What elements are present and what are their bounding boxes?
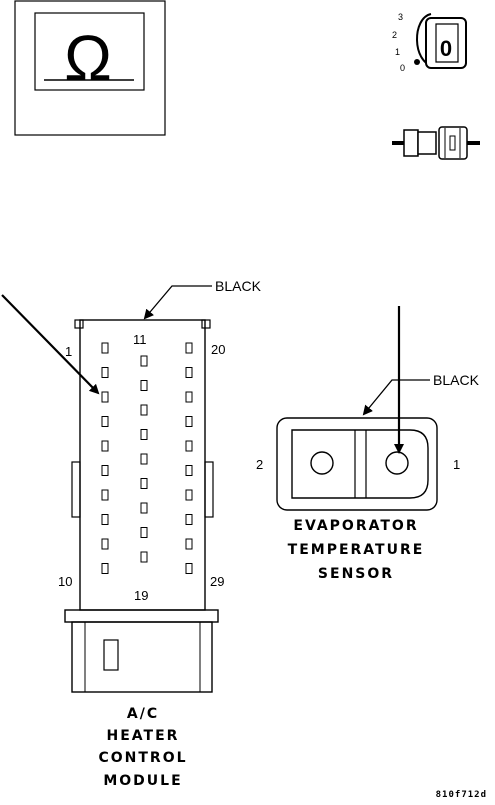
svg-text:1: 1 [395,47,400,57]
ohmmeter-legend: Ω [14,0,166,136]
hcm-cavity-pin-4 [101,416,109,427]
hcm-color-label: BLACK [215,278,262,294]
hcm-cavity-pin-15 [140,453,148,465]
hcm-cavity-pin-23 [185,416,193,427]
hcm-cavity-pin-12 [140,380,148,391]
hcm-cavity-pin-22 [185,391,193,403]
hcm-pin-19-label: 19 [134,588,148,603]
svg-text:2: 2 [392,30,397,40]
hcm-pin-cavities [101,342,193,574]
hcm-cavity-pin-29 [185,563,193,574]
hcm-cavity-pin-11 [140,355,148,367]
svg-text:0: 0 [400,63,405,73]
hcm-cavity-pin-10 [101,563,109,574]
sensor-pin-1-cavity [385,451,409,475]
hcm-cavity-pin-25 [185,465,193,476]
sensor-name-line-3: SENSOR [318,566,394,582]
hcm-cavity-pin-28 [185,538,193,550]
ignition-key-icon: 0 [440,36,452,61]
hcm-name-line-2: HEATER [107,728,180,744]
connector-legend-icon [392,126,480,160]
hcm-pin-1-label: 1 [65,344,72,359]
hcm-cavity-pin-26 [185,489,193,501]
hcm-cavity-pin-1 [101,342,109,354]
sensor-pin-2-cavity [310,451,334,475]
hcm-connector: 1 11 20 10 19 29 BLACK A/C HEATER CONTRO… [1,278,262,789]
hcm-cavity-pin-24 [185,440,193,452]
hcm-name-line-1: A/C [127,706,159,722]
hcm-cavity-pin-3 [101,391,109,403]
sensor-pin-1-label: 1 [453,457,460,472]
hcm-name-line-4: MODULE [103,773,182,789]
hcm-cavity-pin-27 [185,514,193,525]
hcm-cavity-pin-17 [140,502,148,514]
hcm-cavity-pin-8 [101,514,109,525]
hcm-cavity-pin-9 [101,538,109,550]
hcm-cavity-pin-5 [101,440,109,452]
hcm-pin-10-label: 10 [58,574,72,589]
evap-sensor-connector: 2 1 BLACK EVAPORATOR TEMPERATURE SENSOR [256,306,480,582]
ohm-icon: Ω [64,22,112,94]
hcm-cavity-pin-13 [140,404,148,416]
svg-text:3: 3 [398,12,403,22]
hcm-cavity-pin-21 [185,367,193,378]
hcm-cavity-pin-7 [101,489,109,501]
sensor-name-line-2: TEMPERATURE [288,542,425,558]
sensor-name-line-1: EVAPORATOR [293,518,418,534]
hcm-pin-11-label: 11 [133,332,147,347]
sensor-color-label: BLACK [433,372,480,388]
hcm-pin-29-label: 29 [210,574,224,589]
sensor-pin-2-label: 2 [256,457,263,472]
hcm-cavity-pin-14 [140,429,148,440]
hcm-cavity-pin-16 [140,478,148,489]
hcm-cavity-pin-19 [140,551,148,563]
ignition-switch-icon: 3 2 1 0 0 [392,12,467,73]
hcm-name-line-3: CONTROL [98,750,187,766]
figure-code: 810f712d [436,790,487,800]
hcm-cavity-pin-2 [101,367,109,378]
hcm-cavity-pin-18 [140,527,148,538]
hcm-pin-20-label: 20 [211,342,225,357]
probe-arrow-hcm [1,294,100,395]
hcm-cavity-pin-6 [101,465,109,476]
hcm-cavity-pin-20 [185,342,193,354]
